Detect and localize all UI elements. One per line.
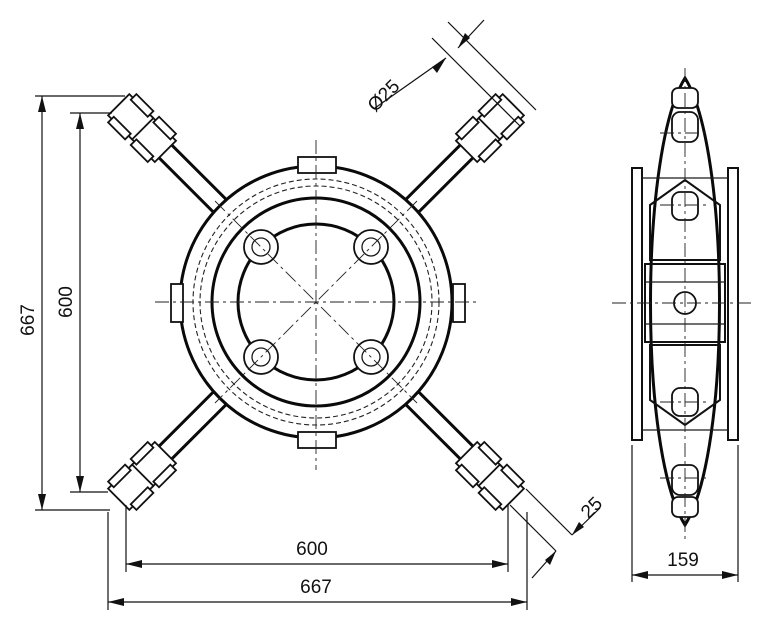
dim-667-horizontal: 667 bbox=[300, 577, 332, 598]
dim-diameter-25: Ø25 bbox=[364, 76, 404, 116]
dim-25: 25 bbox=[577, 493, 607, 523]
dim-600-vertical: 600 bbox=[56, 286, 77, 318]
front-view bbox=[105, 91, 528, 514]
dim-600-horizontal: 600 bbox=[296, 539, 328, 560]
lug-left bbox=[170, 283, 184, 323]
lug-bottom bbox=[297, 431, 337, 449]
lug-right bbox=[452, 283, 466, 323]
lug-top bbox=[297, 156, 337, 174]
side-view: 159 bbox=[612, 68, 752, 582]
dim-667-vertical: 667 bbox=[18, 304, 39, 336]
dim-159: 159 bbox=[667, 550, 699, 571]
